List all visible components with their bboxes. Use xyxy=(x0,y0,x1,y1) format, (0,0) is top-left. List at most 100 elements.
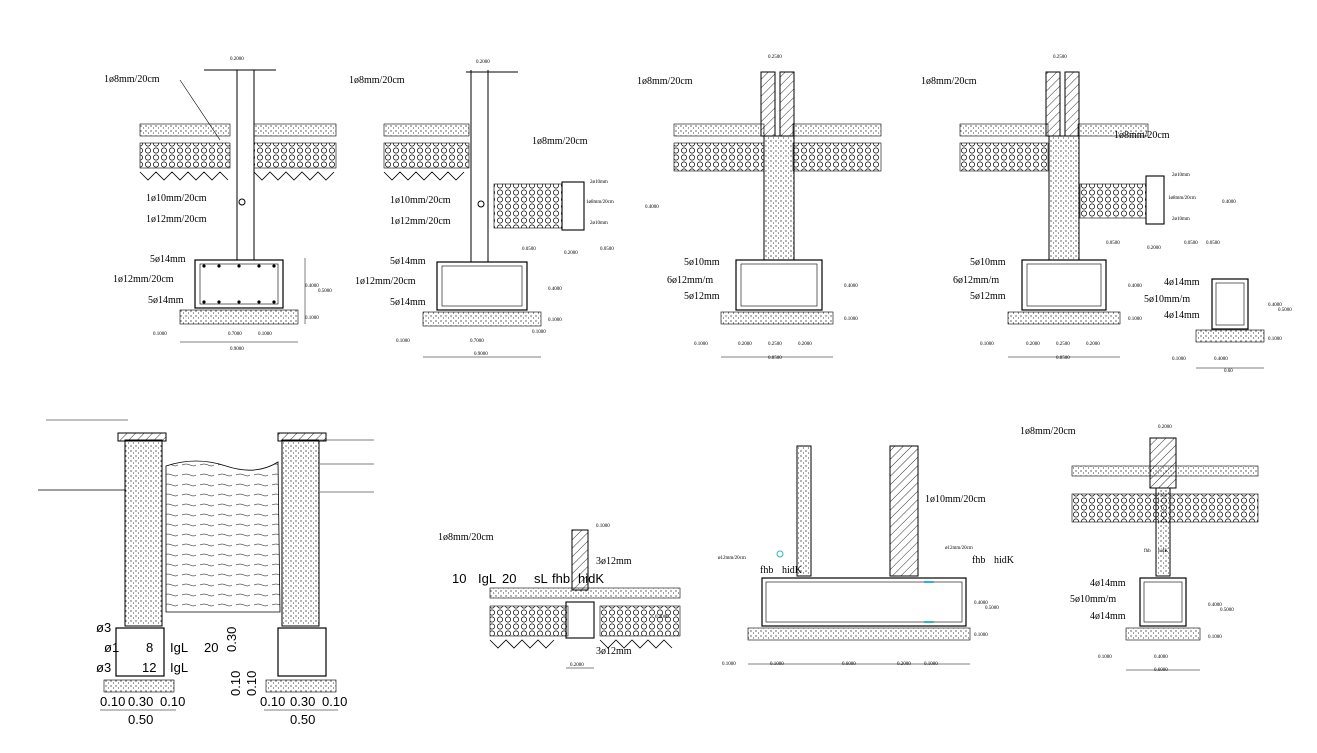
d6-label-2: 8 xyxy=(146,640,153,655)
d9-label-4: 4ø14mm xyxy=(1090,611,1126,622)
d6-label-5: 12 xyxy=(142,660,156,675)
d2-small-2: 1ø8mm/20cm xyxy=(586,200,614,205)
d4-dim-3: 0.2000 xyxy=(1147,246,1161,251)
d2-dim-3: 0.2000 xyxy=(564,251,578,256)
d6-dim-r4: 0.50 xyxy=(290,712,315,727)
d8-dim-8: 0.1000 xyxy=(924,662,938,667)
d2-dim-7: 0.1000 xyxy=(396,339,410,344)
d4-dim-6: 0.4000 xyxy=(1128,284,1142,289)
d8-label-2: ø12mm/20cm xyxy=(718,556,746,561)
d4-dim-1: 0.4000 xyxy=(1222,200,1236,205)
d1-dim-3: 0.1000 xyxy=(305,316,319,321)
d8-dim-2: 0.5000 xyxy=(985,606,999,611)
d8-label-6: fhb xyxy=(972,555,985,566)
d8-label-4: fhb xyxy=(760,565,773,576)
d7-label-1: 1ø8mm/20cm xyxy=(438,532,494,543)
d1-dim-1: 0.4000 xyxy=(305,284,319,289)
d4-label-3: 5ø10mm xyxy=(970,257,1006,268)
d9-label-2: 4ø14mm xyxy=(1090,578,1126,589)
d5-label-2: 5ø10mm/m xyxy=(1144,294,1190,305)
d6-dim-r2: 0.30 xyxy=(290,694,315,709)
d9-dim-3: 0.1000 xyxy=(1208,635,1222,640)
d5-dim-5: 0.4000 xyxy=(1214,357,1228,362)
d3-dim-5: 0.2500 xyxy=(768,342,782,347)
d4-label-1: 1ø8mm/20cm xyxy=(921,76,977,87)
d4-label-2: 1ø8mm/20cm xyxy=(1114,130,1170,141)
d6-dim-l4: 0.50 xyxy=(128,712,153,727)
d8-dim-1: 0.4000 xyxy=(974,601,988,606)
d6-label-4: ø3 xyxy=(96,660,111,675)
d8-label-7: hidK xyxy=(994,555,1015,566)
d8-label-3: ø12mm/20cm xyxy=(945,546,973,551)
d7-label-9: hidK xyxy=(578,571,604,586)
d3-label-3: 6ø12mm/m xyxy=(667,275,713,286)
d2-dim-9: 0.1000 xyxy=(532,330,546,335)
d2-dim-5: 0.4000 xyxy=(548,287,562,292)
d2-label-2: 1ø8mm/20cm xyxy=(532,136,588,147)
d9-label-6: hidK xyxy=(1158,549,1168,554)
d3-dim-7: 0.8500 xyxy=(768,356,782,361)
d2-small-1: 2ø10mm xyxy=(590,180,608,185)
d4-dim-7: 0.1000 xyxy=(1128,317,1142,322)
d1-label-4: 5ø14mm xyxy=(150,254,186,265)
d2-wall-dim: 0.2000 xyxy=(476,60,490,65)
detail-8: 1ø10mm/20cm ø12mm/20cm ø12mm/20cm fhb hi… xyxy=(718,445,1015,667)
d6-label-3: ø1 xyxy=(104,640,119,655)
d7-label-2: 3ø12mm xyxy=(596,556,632,567)
detail-2: 0.2000 1ø8mm/20cm 1ø8mm/20cm 1ø10mm/20cm… xyxy=(349,60,659,358)
d8-dim-4: 0.1000 xyxy=(722,662,736,667)
detail-5: 4ø14mm 5ø10mm/m 4ø14mm 0.4000 0.5000 0.1… xyxy=(1144,277,1292,374)
d6-label-1: ø3 xyxy=(96,620,111,635)
d5-label-3: 4ø14mm xyxy=(1164,310,1200,321)
detail-4: 0.2500 1ø8mm/20cm 1ø8mm/20cm 5ø10mm 6ø12… xyxy=(921,55,1236,361)
d4-dim-2: 0.0500 xyxy=(1106,241,1120,246)
d4-dim-11: 0.2000 xyxy=(1086,342,1100,347)
detail-9: 0.2000 1ø8mm/20cm 4ø14mm 5ø10mm/m 4ø14mm… xyxy=(1020,425,1259,673)
d3-wall-dim: 0.2500 xyxy=(768,55,782,60)
d2-label-1: 1ø8mm/20cm xyxy=(349,75,405,86)
d6-label-7: IgL xyxy=(170,660,188,675)
d3-dim-6: 0.2000 xyxy=(798,342,812,347)
d9-label-5: fhb xyxy=(1144,549,1151,554)
detail-6: ø3 8 ø1 ø3 12 IgL IgL 20 0.30 0.10 0.30 … xyxy=(38,419,374,727)
d3-dim-4: 0.2000 xyxy=(738,342,752,347)
d2-label-5: 5ø14mm xyxy=(390,256,426,267)
d5-dim-4: 0.1000 xyxy=(1172,357,1186,362)
d6-dim-r1: 0.10 xyxy=(260,694,285,709)
d4-small-2: 1ø8mm/20cm xyxy=(1168,196,1196,201)
d3-dim-1: 0.4000 xyxy=(844,284,858,289)
d4-dim-9: 0.2000 xyxy=(1026,342,1040,347)
d1-label-6: 5ø14mm xyxy=(148,295,184,306)
d5-label-1: 4ø14mm xyxy=(1164,277,1200,288)
d4-dim-12: 0.8500 xyxy=(1056,356,1070,361)
d3-label-4: 5ø12mm xyxy=(684,291,720,302)
d1-wall-dim: 0.2000 xyxy=(230,57,244,62)
d9-dim-5: 0.4000 xyxy=(1154,655,1168,660)
d2-dim-4: 0.0500 xyxy=(600,247,614,252)
d1-label-1: 1ø8mm/20cm xyxy=(104,74,160,85)
d7-label-5: IgL xyxy=(478,571,496,586)
d6-label-9: 0.30 xyxy=(224,627,239,652)
d9-dim-6: 0.6000 xyxy=(1154,668,1168,673)
d3-dim-3: 0.1000 xyxy=(694,342,708,347)
d2-dim-8: 0.7000 xyxy=(470,339,484,344)
d9-dim-1: 0.4000 xyxy=(1208,603,1222,608)
d4-wall-dim: 0.2500 xyxy=(1053,55,1067,60)
d7-label-6: 20 xyxy=(502,571,516,586)
d5-dim-6: 0.60 xyxy=(1224,369,1233,374)
d8-label-1: 1ø10mm/20cm xyxy=(925,494,986,505)
d3-dim-2: 0.1000 xyxy=(844,317,858,322)
d9-dim-4: 0.1000 xyxy=(1098,655,1112,660)
d3-label-1: 1ø8mm/20cm xyxy=(637,76,693,87)
d2-label-3: 1ø10mm/20cm xyxy=(390,195,451,206)
d7-label-3: 3ø12mm xyxy=(596,646,632,657)
d6-dim-l2: 0.30 xyxy=(128,694,153,709)
d4-dim-10: 0.2500 xyxy=(1056,342,1070,347)
d2-label-6: 1ø12mm/20cm xyxy=(355,276,416,287)
d6-dim-l3: 0.10 xyxy=(160,694,185,709)
detail-1: 0.2000 1ø8mm/20cm 1ø10mm/20cm 1ø12mm/20c… xyxy=(104,57,337,352)
d4-small-3: 2ø10mm xyxy=(1172,217,1190,222)
d1-label-3: 1ø12mm/20cm xyxy=(146,214,207,225)
d1-dim-6: 0.1000 xyxy=(258,332,272,337)
d6-vdim-2: 0.10 xyxy=(244,671,259,696)
